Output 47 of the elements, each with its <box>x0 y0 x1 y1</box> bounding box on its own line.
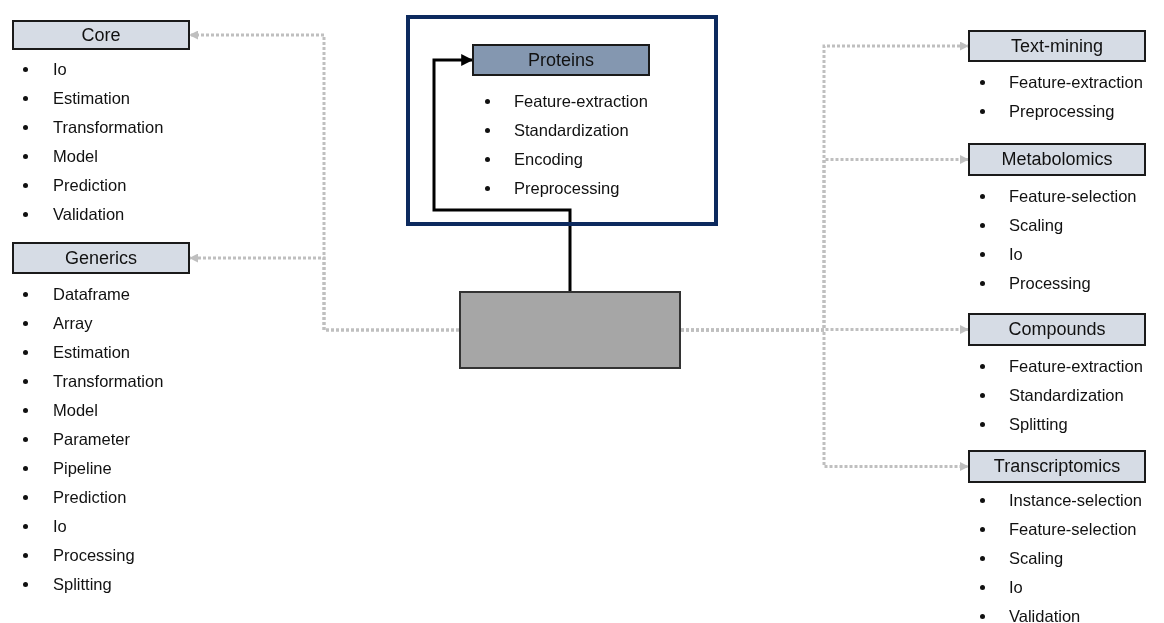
list-item: Feature-extraction <box>1009 356 1143 376</box>
list-item: Transformation <box>53 117 164 137</box>
central-package-box <box>459 291 681 369</box>
list-item: Transformation <box>53 371 164 391</box>
list-item: Splitting <box>1009 414 1068 434</box>
list-item: Feature-selection <box>1009 519 1137 539</box>
list-item: Io <box>53 516 67 536</box>
list-item: Validation <box>1009 606 1081 623</box>
list-item: Processing <box>53 545 135 565</box>
list-item: Prediction <box>53 175 127 195</box>
list-item: Feature-extraction <box>514 91 648 111</box>
module-header-box: Metabolomics <box>968 143 1146 176</box>
list-item: Instance-selection <box>1009 490 1142 510</box>
list-item: Validation <box>53 204 125 224</box>
list-item: Array <box>53 313 93 333</box>
list-item: Parameter <box>53 429 131 449</box>
connector-arrow <box>681 328 969 471</box>
list-item: Io <box>53 59 67 79</box>
module-header-box: Text-mining <box>968 30 1146 62</box>
module-header-box: Generics <box>12 242 190 274</box>
list-item: Standardization <box>1009 385 1124 405</box>
module-header-box: Core <box>12 20 190 50</box>
list-item: Preprocessing <box>514 178 620 198</box>
list-item: Splitting <box>53 574 112 594</box>
list-item: Scaling <box>1009 548 1064 568</box>
module-header-box: Compounds <box>968 313 1146 346</box>
list-item: Standardization <box>514 120 629 140</box>
connector-arrow <box>432 54 572 291</box>
list-item: Estimation <box>53 88 131 108</box>
list-item: Feature-selection <box>1009 186 1137 206</box>
list-item: Pipeline <box>53 458 112 478</box>
list-item: Dataframe <box>53 284 131 304</box>
list-item: Io <box>1009 577 1023 597</box>
connector-arrow <box>189 253 459 332</box>
list-item: Preprocessing <box>1009 101 1115 121</box>
list-item: Feature-extraction <box>1009 72 1143 92</box>
list-item: Encoding <box>514 149 583 169</box>
list-item: Estimation <box>53 342 131 362</box>
list-item: Io <box>1009 244 1023 264</box>
module-header-box: Proteins <box>472 44 650 76</box>
list-item: Prediction <box>53 487 127 507</box>
list-item: Model <box>53 400 98 420</box>
list-item: Model <box>53 146 98 166</box>
list-item: Processing <box>1009 273 1091 293</box>
frame-box <box>406 15 718 226</box>
module-header-box: Transcriptomics <box>968 450 1146 483</box>
list-item: Scaling <box>1009 215 1064 235</box>
